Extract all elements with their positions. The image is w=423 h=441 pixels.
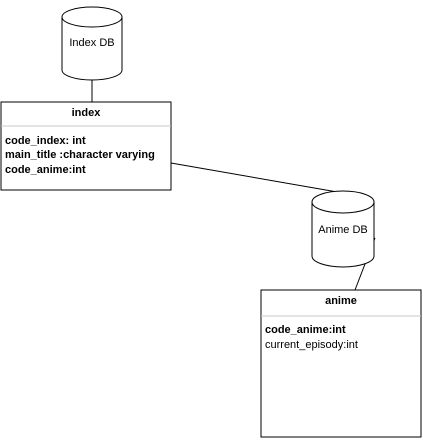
index-entity-title: index — [72, 107, 102, 119]
index-field-code-anime: code_anime:int — [5, 164, 86, 176]
anime-db-cylinder[interactable]: Anime DB — [311, 190, 375, 268]
index-field-code-index: code_index: int — [5, 135, 86, 147]
anime-field-code-anime: code_anime:int — [265, 324, 346, 336]
anime-entity-box — [260, 289, 422, 438]
anime-entity-title: anime — [325, 295, 357, 307]
connector-index-to-animedb — [170, 162, 344, 194]
index-field-main-title: main_title :character varying — [5, 149, 155, 161]
index-db-label: Index DB — [69, 37, 114, 49]
anime-field-current-episody: current_episody:int — [265, 339, 358, 351]
index-db-cylinder[interactable]: Index DB — [61, 6, 123, 81]
index-entity-box — [0, 101, 172, 191]
anime-db-label: Anime DB — [318, 224, 368, 236]
anime-entity[interactable]: anime code_anime:int current_episody:int — [260, 289, 422, 438]
index-entity[interactable]: index code_index: int main_title :charac… — [0, 101, 172, 191]
